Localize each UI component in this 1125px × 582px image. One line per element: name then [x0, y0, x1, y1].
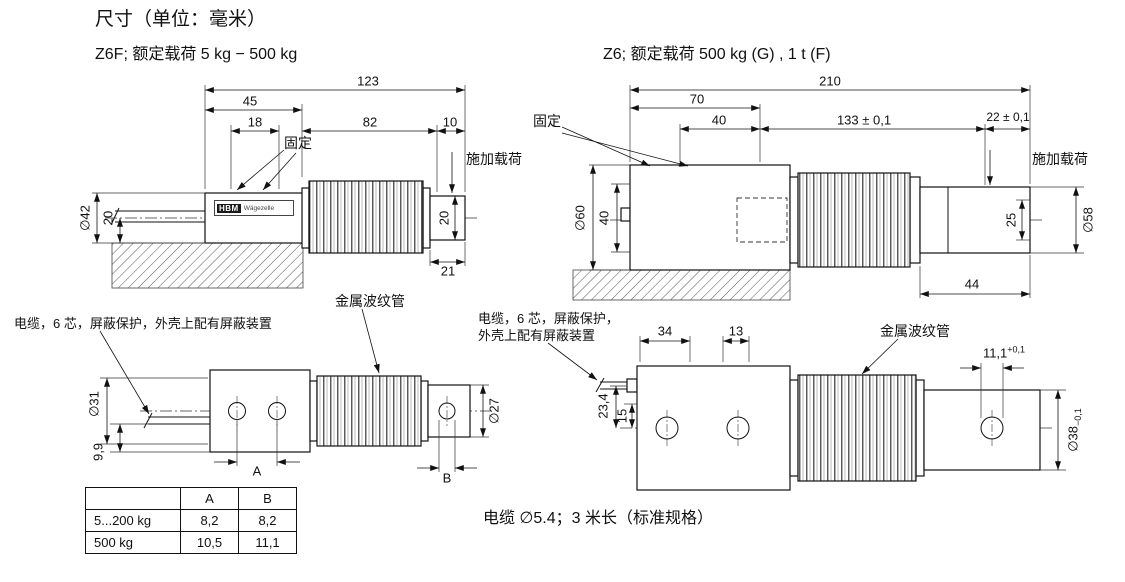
z6f-top-view	[140, 369, 490, 453]
z6f-dim-82: 82	[362, 114, 378, 130]
z6-dim-44: 44	[964, 276, 980, 292]
z6-dim-11-1: 11,1+0,1	[983, 344, 1025, 361]
z6-top-flange-right	[915, 379, 925, 477]
z6-bellows	[797, 172, 911, 268]
z6-dia-58: ∅58	[1080, 207, 1096, 233]
z6f-dim-123: 123	[357, 73, 379, 89]
z6f-mounting-hatch	[111, 242, 304, 289]
dim-tolerance: −0,1	[1073, 408, 1084, 426]
z6f-side-view	[105, 180, 477, 289]
z6-dim-13: 13	[728, 323, 744, 339]
table-header-b: B	[238, 487, 297, 510]
z6f-bellows	[308, 180, 424, 254]
z6f-top-dimensions	[99, 308, 489, 472]
z6f-dim-a: A	[252, 463, 262, 479]
z6f-top-flange-left	[309, 380, 318, 442]
z6-dim-70: 70	[689, 91, 705, 107]
z6f-dim-10: 10	[442, 114, 458, 130]
dim-value: 11,1	[982, 345, 1008, 361]
z6-mounting-hatch	[572, 269, 791, 301]
z6-flange-left	[789, 176, 799, 264]
z6f-load-shaft	[429, 195, 466, 241]
z6-top-cable-gland	[626, 378, 638, 393]
z6-top-flange-left	[789, 379, 799, 477]
z6-subtitle: Z6; 额定载荷 500 kg (G) , 1 t (F)	[603, 46, 831, 63]
dim-tolerance: +0,1	[1007, 344, 1026, 355]
table-cell-b: 8,2	[238, 509, 297, 532]
ab-dimension-table: A B 5...200 kg 8,2 8,2 500 kg 10,5 11,1	[85, 487, 297, 554]
table-row: 5...200 kg 8,2 8,2	[85, 509, 297, 532]
z6f-top-body	[209, 369, 311, 453]
z6-top-bellows	[797, 374, 917, 482]
z6f-dia-31: ∅31	[86, 391, 102, 417]
z6f-bellows-label: 金属波纹管	[335, 292, 405, 309]
z6-load-shaft	[919, 186, 1031, 254]
z6f-flange-left	[301, 187, 310, 249]
z6-dim-40-top: 40	[711, 112, 727, 128]
z6-top-dimensions	[547, 336, 1066, 471]
z6f-flange-right	[422, 187, 431, 249]
z6f-subtitle: Z6F; 额定载荷 5 kg − 500 kg	[95, 46, 298, 63]
table-cell-b: 11,1	[238, 531, 297, 554]
z6-dim-210: 210	[819, 73, 841, 89]
z6-apply-load-label: 施加载荷	[1032, 151, 1088, 167]
z6f-dia-27: ∅27	[486, 398, 502, 424]
table-corner-cell	[85, 487, 181, 510]
z6-flange-right	[909, 176, 921, 264]
table-row: 500 kg 10,5 11,1	[85, 531, 297, 554]
z6f-dim-45: 45	[242, 93, 258, 109]
z6-dim-22: 22 ± 0,1	[986, 110, 1030, 125]
z6f-top-bellows	[316, 375, 422, 447]
z6f-dim-20-left: 20	[100, 210, 116, 226]
z6-dia-38: ∅38−0,1	[1065, 408, 1084, 452]
z6f-dia-42: ∅42	[77, 205, 93, 231]
z6-bellows-label: 金属波纹管	[880, 322, 950, 339]
z6-dia-60: ∅60	[572, 205, 588, 231]
z6f-dim-20-right: 20	[436, 210, 452, 226]
z6-cable-label-line2: 外壳上配有屏蔽装置	[478, 328, 596, 343]
z6-side-dimensions	[561, 85, 1084, 298]
z6f-dim-9-9: 9,9	[90, 442, 106, 462]
table-cell-a: 8,2	[180, 509, 239, 532]
table-header-row: A B	[85, 487, 297, 510]
table-header-a: A	[180, 487, 239, 510]
z6-fixed-label: 固定	[533, 112, 561, 129]
z6-side-view	[572, 164, 1042, 301]
z6-body	[629, 164, 791, 271]
z6f-top-cable	[143, 412, 210, 429]
z6-hidden-bore	[736, 197, 788, 243]
table-cell-range: 5...200 kg	[85, 509, 181, 532]
z6f-apply-load-label: 施加载荷	[466, 151, 522, 167]
z6-dim-34: 34	[657, 323, 673, 339]
z6f-dim-b: B	[442, 470, 452, 486]
z6-dim-25: 25	[1003, 212, 1019, 228]
z6f-dim-18: 18	[247, 114, 263, 130]
z6f-dim-21: 21	[440, 263, 456, 279]
z6f-fixed-label: 固定	[284, 134, 312, 151]
dim-value: ∅38	[1065, 425, 1081, 452]
z6-cable-gland	[620, 207, 631, 222]
z6f-side-cable	[110, 207, 205, 226]
z6-dim-133: 133 ± 0,1	[836, 112, 892, 128]
z6-cable-label-line1: 电缆，6 芯，屏蔽保护，	[478, 311, 619, 326]
hbm-logo-plate: HBM Wägezelle	[214, 200, 294, 216]
z6-dim-15: 15	[614, 408, 630, 424]
table-cell-range: 500 kg	[85, 531, 181, 554]
z6f-side-dimensions	[92, 85, 466, 266]
z6-dim-23-4: 23,4	[595, 393, 611, 419]
cable-spec-note: 电缆 ∅5.4；3 米长（标准规格）	[483, 510, 713, 527]
page-title: 尺寸（单位：毫米）	[95, 9, 267, 30]
z6f-cable-label: 电缆，6 芯，屏蔽保护，外壳上配有屏蔽装置	[14, 316, 272, 331]
z6-top-cable	[595, 377, 627, 393]
table-cell-a: 10,5	[180, 531, 239, 554]
z6f-top-flange-right	[420, 380, 429, 442]
z6-top-view	[595, 365, 1052, 491]
hbm-logo-caption: Wägezelle	[243, 204, 275, 212]
z6-dim-40-side: 40	[596, 210, 612, 226]
hbm-logo-text: HBM	[217, 203, 241, 213]
